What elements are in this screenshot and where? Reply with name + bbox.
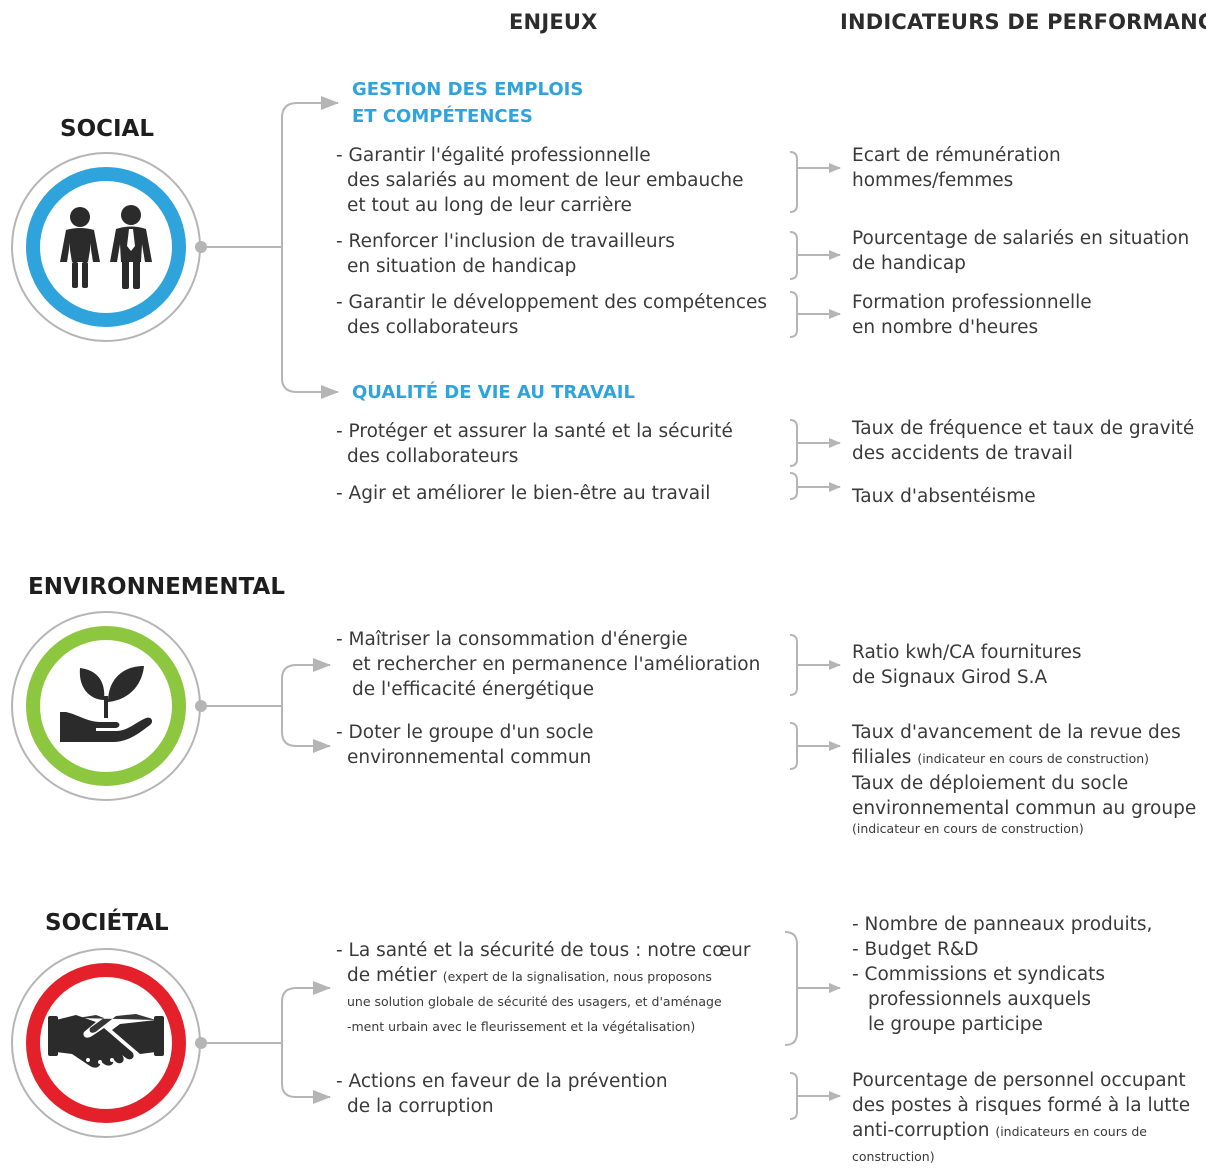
indicateur-soc-1: - Nombre de panneaux produits, - Budget … xyxy=(852,914,1153,1035)
enjeu-social-1: - Garantir l'égalité professionnelle des… xyxy=(336,145,744,216)
societal-connector xyxy=(200,987,318,1098)
section-title-environnemental: ENVIRONNEMENTAL xyxy=(28,574,285,600)
plant-in-hand-icon xyxy=(60,666,153,742)
indicateur-soc-2: Pourcentage de personnel occupant des po… xyxy=(852,1070,1191,1164)
indicateur-social-5: Taux d'absentéisme xyxy=(852,486,1036,507)
enjeu-soc-2: - Actions en faveur de la prévention de … xyxy=(336,1071,668,1117)
indicateur-env-2: Taux d'avancement de la revue des filial… xyxy=(852,722,1197,836)
bracket-soc-1 xyxy=(784,931,841,1046)
indicateur-env-1: Ratio kwh/CA fournitures de Signaux Giro… xyxy=(852,642,1082,688)
social-connector xyxy=(200,102,334,393)
bracket-env-2 xyxy=(789,722,841,770)
bracket-social-5 xyxy=(789,472,841,500)
people-icon xyxy=(60,205,152,289)
bracket-social-3 xyxy=(789,291,841,338)
indicateur-social-3: Formation professionnelle en nombre d'he… xyxy=(852,292,1092,338)
bracket-social-1 xyxy=(789,151,841,213)
section-title-societal: SOCIÉTAL xyxy=(45,910,169,936)
bracket-soc-2 xyxy=(789,1072,841,1120)
enjeu-env-2: - Doter le groupe d'un socle environneme… xyxy=(336,722,594,768)
indicateur-social-4: Taux de fréquence et taux de gravité des… xyxy=(852,418,1195,464)
enjeu-soc-1: - La santé et la sécurité de tous : notr… xyxy=(336,940,751,1034)
indicateur-social-1: Ecart de rémunération hommes/femmes xyxy=(852,145,1061,191)
header-indicateurs: INDICATEURS DE PERFORMANCE xyxy=(840,10,1206,34)
enjeu-env-1: - Maîtriser la consommation d'énergie et… xyxy=(336,629,761,700)
enjeu-social-4: - Protéger et assurer la santé et la séc… xyxy=(336,421,733,467)
indicateur-social-2: Pourcentage de salariés en situation de … xyxy=(852,228,1190,274)
social-badge xyxy=(11,152,207,342)
bracket-social-4 xyxy=(789,419,841,467)
subsection-title-qualite: QUALITÉ DE VIE AU TRAVAIL xyxy=(352,382,635,403)
enjeu-social-2: - Renforcer l'inclusion de travailleurs … xyxy=(336,231,675,277)
subsection-title-gestion: GESTION DES EMPLOIS ET COMPÉTENCES xyxy=(352,79,584,127)
header-enjeux: ENJEUX xyxy=(509,10,598,34)
handshake-icon xyxy=(48,1014,164,1068)
env-connector xyxy=(200,664,318,747)
env-badge xyxy=(11,611,207,801)
bracket-social-2 xyxy=(789,231,841,280)
enjeu-social-5: - Agir et améliorer le bien-être au trav… xyxy=(336,483,711,504)
bracket-env-1 xyxy=(789,634,841,696)
enjeu-social-3: - Garantir le développement des compéten… xyxy=(336,292,768,338)
section-title-social: SOCIAL xyxy=(60,116,155,142)
